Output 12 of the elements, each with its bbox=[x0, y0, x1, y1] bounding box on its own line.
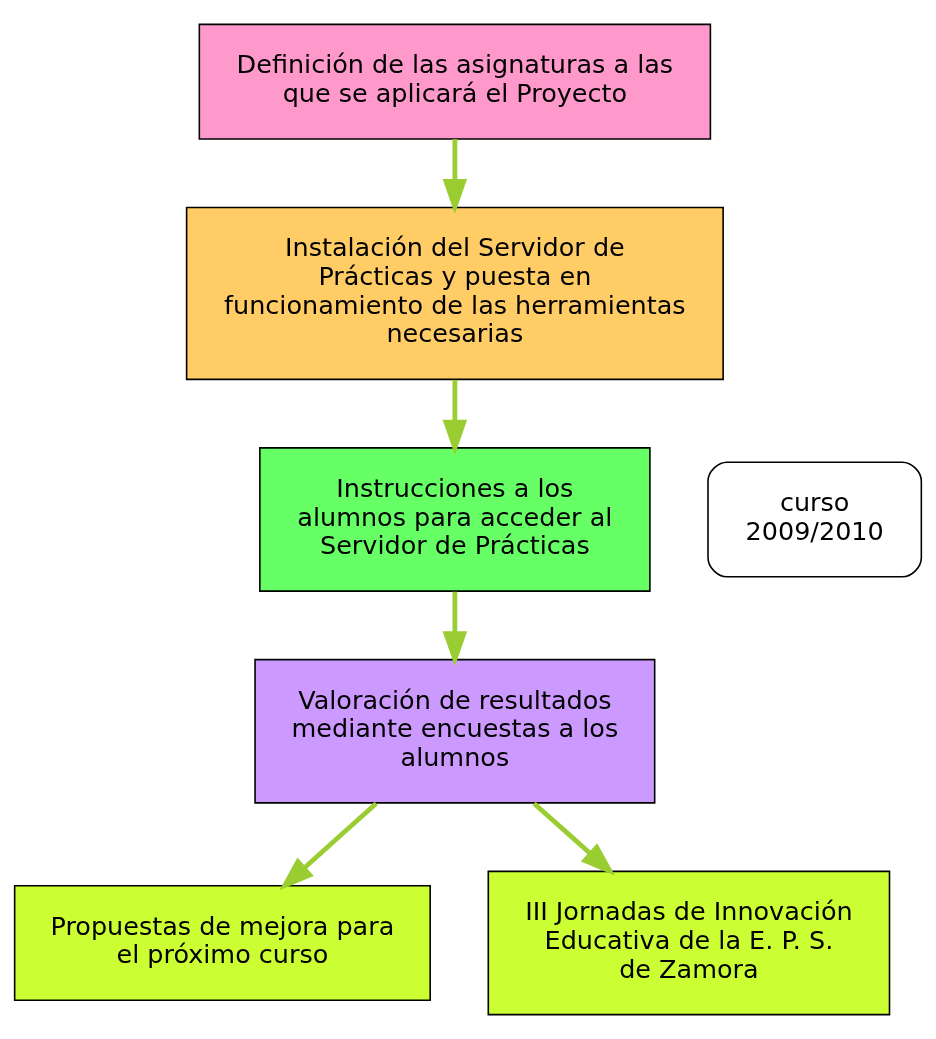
node-box: Valoración de resultados mediante encuestas a los alumnos bbox=[254, 658, 656, 804]
arrow bbox=[279, 801, 378, 891]
arrow bbox=[532, 801, 616, 876]
node-box: Propuestas de mejora para el próximo curso bbox=[13, 884, 431, 1002]
node-box: Instrucciones a los alumnos para acceder al Servidor de Prácticas bbox=[259, 447, 651, 592]
arrow bbox=[442, 591, 468, 667]
node-box: Instalación del Servidor de Prácticas y puesta en funcionamiento de las herramientas necesarias bbox=[185, 206, 724, 381]
arrow bbox=[442, 139, 468, 214]
node-box: Definición de las asignaturas a las que se aplicará el Proyecto bbox=[198, 23, 712, 140]
arrow bbox=[442, 379, 468, 455]
node-box: III Jornadas de Innovación Educativa de la E. P. S. de Zamora bbox=[487, 870, 891, 1016]
node-box: curso 2009/2010 bbox=[707, 461, 923, 578]
